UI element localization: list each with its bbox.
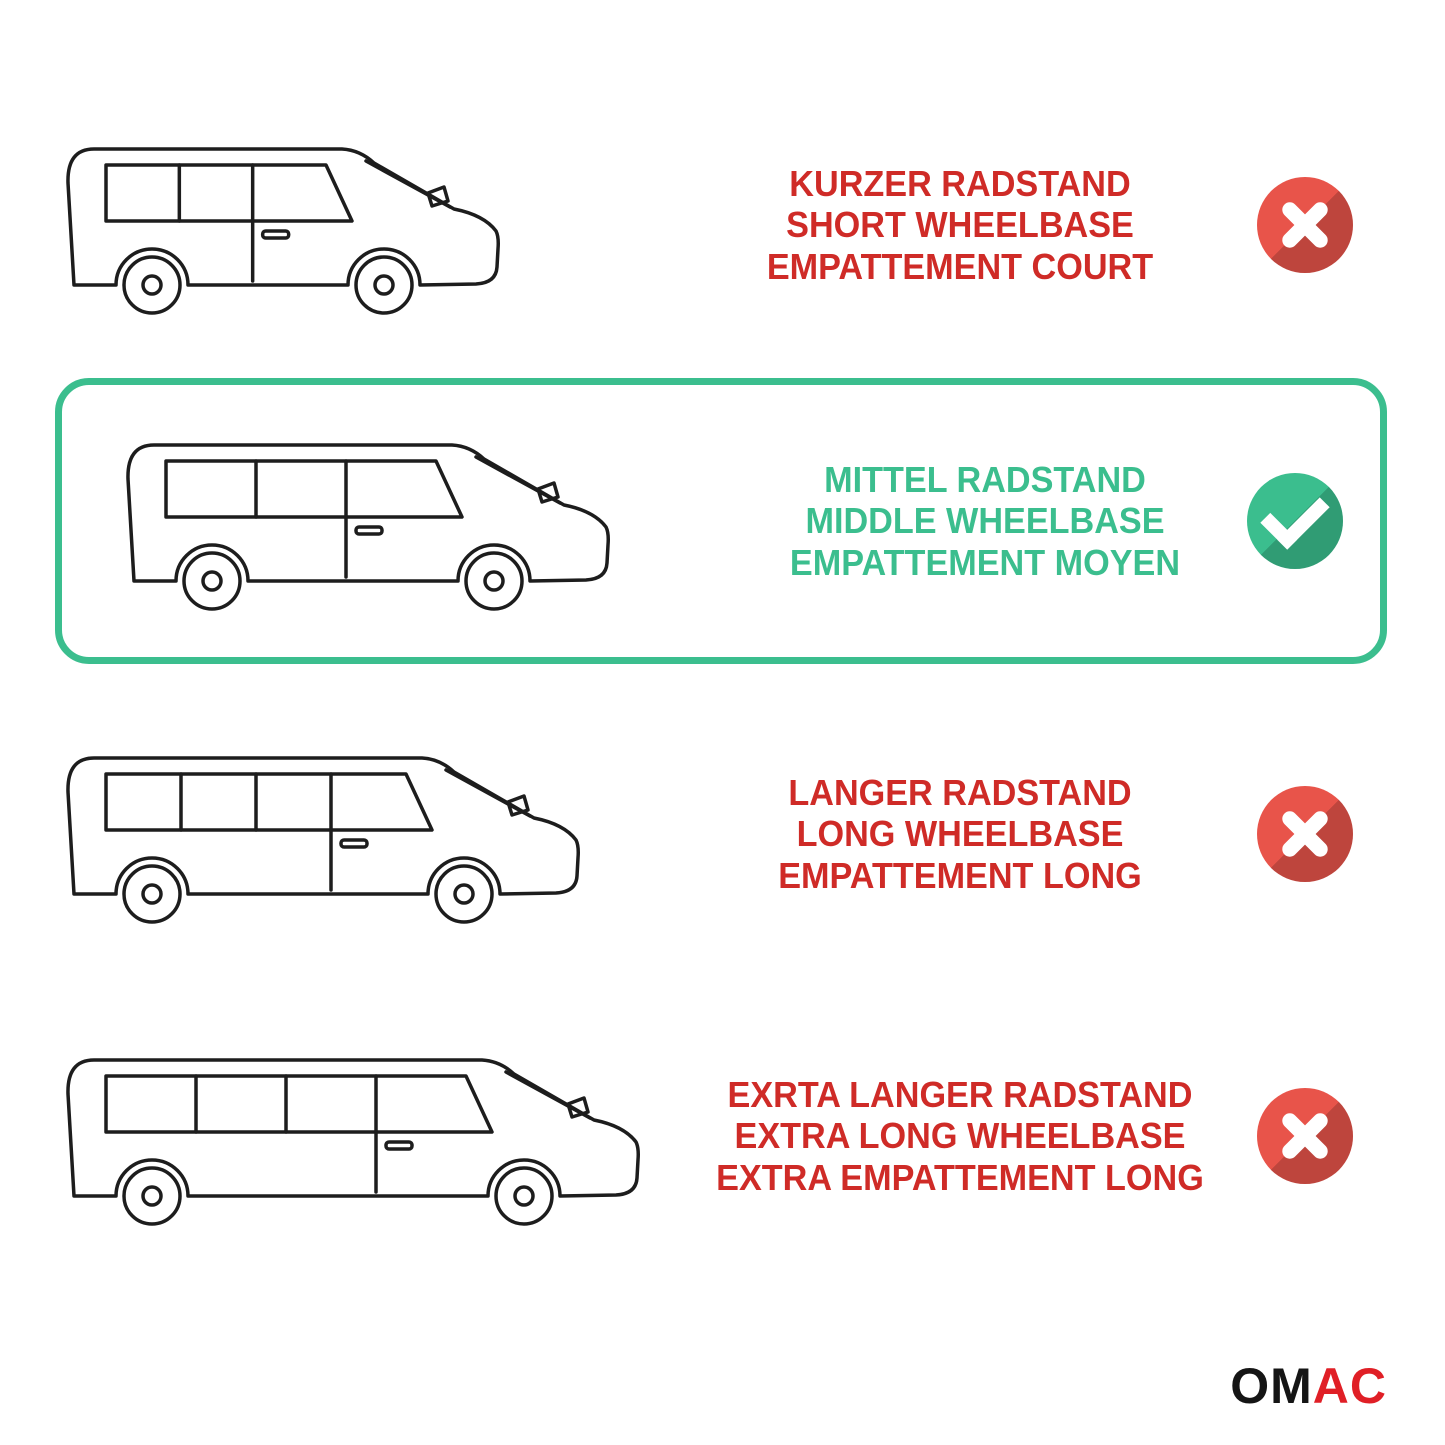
status-badge-column <box>1220 1088 1390 1184</box>
variant-label-short-wheelbase: KURZER RADSTAND SHORT WHEELBASE EMPATTEM… <box>713 163 1207 286</box>
variant-label-line: EMPATTEMENT LONG <box>778 854 1142 896</box>
variant-label-line: EMPATTEMENT MOYEN <box>789 541 1181 583</box>
variant-label-line: MIDDLE WHEELBASE <box>805 500 1165 542</box>
status-badge-column <box>1210 473 1380 569</box>
variant-row-short-wheelbase: KURZER RADSTAND SHORT WHEELBASE EMPATTEM… <box>0 72 1445 378</box>
variant-label-line: LONG WHEELBASE <box>796 813 1124 855</box>
van-short-wheelbase-illustration <box>40 119 700 331</box>
brand-logo-red-part: AC <box>1312 1358 1387 1414</box>
van-long-wheelbase-illustration <box>40 728 700 940</box>
van-middle-wheelbase-illustration <box>100 415 760 627</box>
variant-row-middle-wheelbase: MITTEL RADSTAND MIDDLE WHEELBASE EMPATTE… <box>62 385 1380 657</box>
cross-icon <box>1257 177 1353 273</box>
van-extra-long-wheelbase-illustration <box>40 1030 700 1242</box>
cross-icon <box>1257 1088 1353 1184</box>
variant-label-line: EXTRA LONG WHEELBASE <box>734 1115 1186 1157</box>
variant-label-middle-wheelbase: MITTEL RADSTAND MIDDLE WHEELBASE EMPATTE… <box>771 459 1199 582</box>
variant-label-line: MITTEL RADSTAND <box>824 459 1146 501</box>
variant-label-line: EXTRA EMPATTEMENT LONG <box>716 1156 1204 1198</box>
variant-label-line: SHORT WHEELBASE <box>786 204 1134 246</box>
variant-label-line: EMPATTEMENT COURT <box>766 245 1154 287</box>
status-badge-column <box>1220 786 1390 882</box>
selected-variant-highlight: MITTEL RADSTAND MIDDLE WHEELBASE EMPATTE… <box>55 378 1387 664</box>
variant-row-extra-long-wheelbase: EXRTA LANGER RADSTAND EXTRA LONG WHEELBA… <box>0 978 1445 1294</box>
variant-row-long-wheelbase: LANGER RADSTAND LONG WHEELBASE EMPATTEME… <box>0 686 1445 982</box>
cross-icon <box>1257 786 1353 882</box>
status-badge-column <box>1220 177 1390 273</box>
brand-logo: OMAC <box>1230 1361 1387 1411</box>
variant-label-long-wheelbase: LANGER RADSTAND LONG WHEELBASE EMPATTEME… <box>713 772 1207 895</box>
variant-label-line: EXRTA LANGER RADSTAND <box>727 1074 1193 1116</box>
variant-label-line: LANGER RADSTAND <box>788 772 1132 814</box>
brand-logo-black-part: OM <box>1230 1358 1313 1414</box>
variant-label-extra-long-wheelbase: EXRTA LANGER RADSTAND EXTRA LONG WHEELBA… <box>713 1074 1207 1197</box>
variant-label-line: KURZER RADSTAND <box>789 163 1131 205</box>
check-icon <box>1247 473 1343 569</box>
